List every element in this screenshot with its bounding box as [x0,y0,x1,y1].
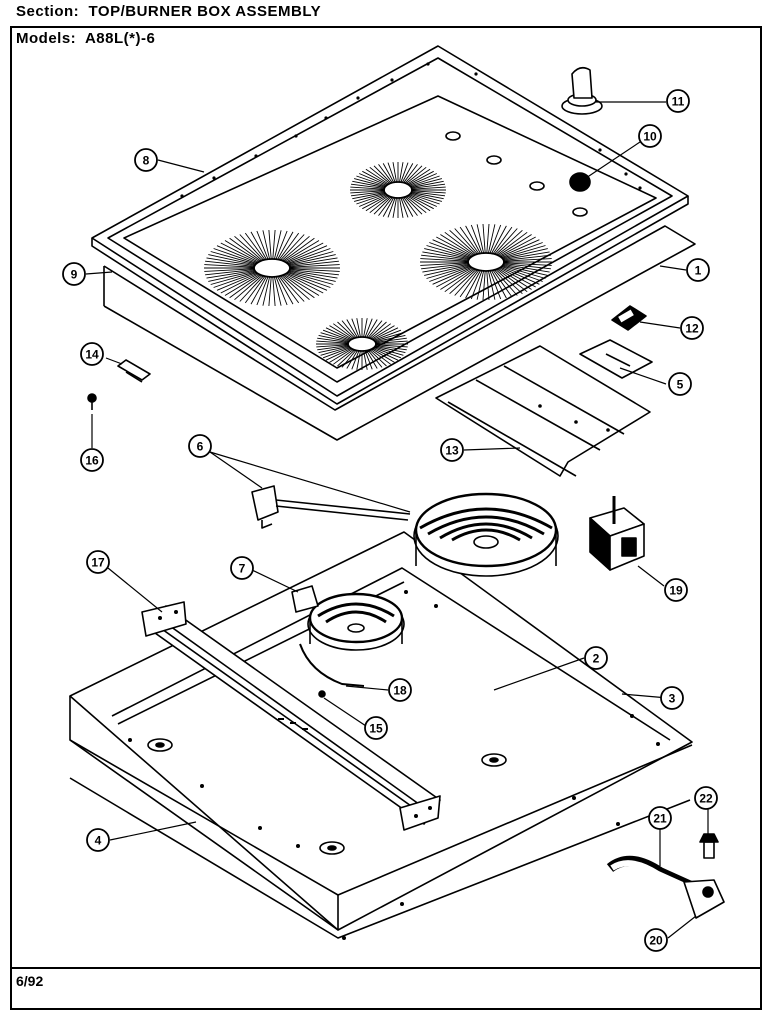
callout-10: 10 [638,124,662,148]
models-header: Models: A88L(*)-6 [16,30,155,47]
callout-circle [86,828,110,852]
callout-17: 17 [86,550,110,574]
burner-graphic-left [204,229,340,307]
callout-number: 1 [695,264,702,278]
callout-5: 5 [668,372,692,396]
callout-number: 6 [197,440,204,454]
callout-number: 18 [393,684,407,698]
switch [611,305,647,331]
burner-graphic-top [350,162,446,218]
knob [561,66,603,115]
models-label: Models: [16,30,77,47]
burner-graphic-front [316,318,408,370]
callout-number: 3 [669,692,676,706]
callout-number: 19 [669,584,683,598]
cooktop-frame [91,45,689,405]
callout-circle [638,124,662,148]
side-bracket [117,359,151,383]
conduit-assembly [606,833,725,919]
callout-number: 10 [643,130,657,144]
callout-circle [440,438,464,462]
callout-circle [680,316,704,340]
wire-clip [299,643,365,687]
callout-number: 17 [91,556,105,570]
section-title: TOP/BURNER BOX ASSEMBLY [88,3,322,20]
callout-number: 5 [677,378,684,392]
callout-15: 15 [364,716,388,740]
callout-number: 12 [685,322,699,336]
callout-circle [666,89,690,113]
callout-number: 4 [95,834,102,848]
element-screw [318,690,326,698]
callout-circle [80,342,104,366]
burner-graphic-right [420,223,552,301]
callout-number: 2 [593,652,600,666]
callout-circle [62,262,86,286]
callout-number: 9 [71,268,78,282]
callout-8: 8 [134,148,158,172]
callout-circle [648,806,672,830]
callout-20: 20 [644,928,668,952]
callout-12: 12 [680,316,704,340]
callout-circle [134,148,158,172]
callout-2: 2 [584,646,608,670]
callout-number: 14 [85,348,99,362]
callout-circle [686,258,710,282]
callout-circle [694,786,718,810]
callout-circle [86,550,110,574]
callout-4: 4 [86,828,110,852]
callout-14: 14 [80,342,104,366]
callout-number: 8 [143,154,150,168]
callout-number: 13 [445,444,459,458]
control-holes [445,131,588,217]
callout-6: 6 [188,434,212,458]
callout-18: 18 [388,678,412,702]
callout-circle [644,928,668,952]
large-surface-element [413,492,559,577]
callout-number: 7 [239,562,246,576]
callout-circle [668,372,692,396]
small-receptacle [291,585,319,613]
callout-22: 22 [694,786,718,810]
element-receptacle [251,485,411,529]
callout-9: 9 [62,262,86,286]
diagram-frame [10,26,762,1010]
callout-number: 20 [649,934,663,948]
callout-circle [584,646,608,670]
callout-number: 15 [369,722,383,736]
callout-circle [188,434,212,458]
callout-labels: 11 10 8 9 1 12 14 5 16 6 13 17 7 19 2 18 3 15 22 21 4 20 [62,89,718,952]
callout-11: 11 [666,89,690,113]
leader-lines [85,101,709,939]
callout-circle [80,448,104,472]
infinite-switch [589,496,645,571]
callout-1: 1 [686,258,710,282]
mounting-plate [579,339,653,379]
callout-number: 22 [699,792,713,806]
callout-circle [660,686,684,710]
section-header: Section: TOP/BURNER BOX ASSEMBLY [16,3,321,20]
callout-circle [664,578,688,602]
section-label: Section: [16,3,80,20]
callout-circle [388,678,412,702]
models-value: A88L(*)-6 [84,30,156,47]
callout-16: 16 [80,448,104,472]
callout-3: 3 [660,686,684,710]
indicator-light [569,172,591,192]
crossbar [141,601,441,831]
heat-shield [435,345,651,477]
callout-number: 11 [672,95,685,109]
small-surface-element [307,592,405,651]
callout-number: 21 [653,812,667,826]
callout-circle [364,716,388,740]
footer-date: 6/92 [16,973,44,989]
callout-13: 13 [440,438,464,462]
callout-21: 21 [648,806,672,830]
callout-number: 16 [85,454,99,468]
callout-circle [230,556,254,580]
callout-7: 7 [230,556,254,580]
screw [87,393,97,410]
callout-19: 19 [664,578,688,602]
